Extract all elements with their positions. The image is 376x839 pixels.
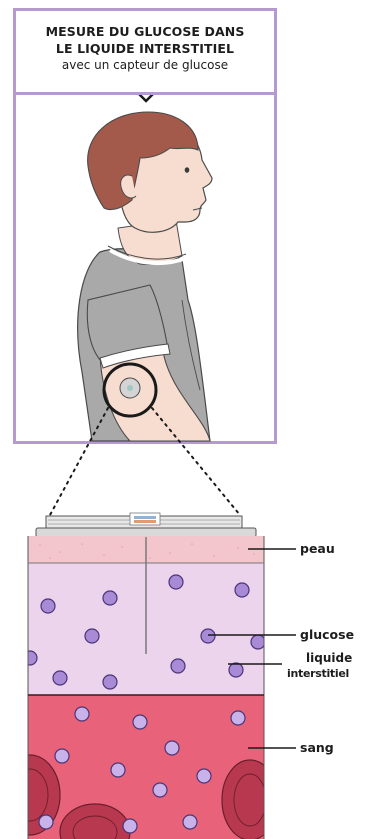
title-box: MESURE DU GLUCOSE DANS LE LIQUIDE INTERS… xyxy=(13,8,277,95)
label-liquide-line1: liquide xyxy=(306,650,352,666)
sensor-center xyxy=(127,385,133,391)
label-sang: sang xyxy=(300,740,334,756)
title-subtitle: avec un capteur de glucose xyxy=(16,57,274,73)
glucose-sensor xyxy=(36,513,256,537)
label-peau: peau xyxy=(300,541,335,557)
title-line-1: MESURE DU GLUCOSE DANS xyxy=(16,23,274,40)
label-liquide-line2: interstitiel xyxy=(287,666,349,682)
title-line-2: LE LIQUIDE INTERSTITIEL xyxy=(16,40,274,57)
label-glucose: glucose xyxy=(300,627,354,643)
person-illustration xyxy=(78,112,212,441)
eye xyxy=(185,167,190,173)
